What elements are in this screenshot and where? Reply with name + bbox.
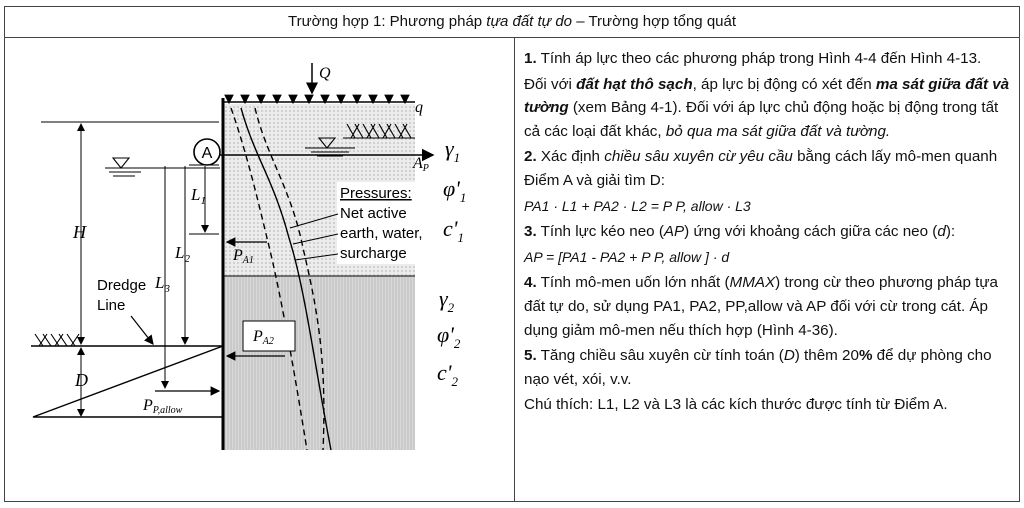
step-1: 1. Tính áp lực theo các phương pháp tron… <box>524 50 982 67</box>
step-1-detail: Đối với đất hạt thô sạch, áp lực bị động… <box>524 75 1010 140</box>
column-divider <box>514 37 515 501</box>
pressures-line3: surcharge <box>340 245 407 262</box>
pa1-label: PA1 <box>232 247 254 266</box>
dim-l2-label: L2 <box>174 243 190 265</box>
dredge-label-2: Line <box>97 297 125 314</box>
pa2-box <box>242 320 296 352</box>
surcharge-label: q <box>415 99 423 116</box>
pp-label: PP,allow <box>142 397 183 416</box>
pressures-line2: earth, water, <box>340 225 423 242</box>
sheet-pile-figure: q Q <box>5 38 514 502</box>
dredge-label-1: Dredge <box>97 277 146 294</box>
lower-soil-layer <box>223 276 415 450</box>
phi2-label: φ'2 <box>437 322 461 351</box>
gamma1-label: γ1 <box>445 136 460 165</box>
procedure-text: 1. Tính áp lực theo các phương pháp tron… <box>524 47 1014 419</box>
dimension-h <box>41 121 219 345</box>
sheet-pile-diagram: q Q <box>31 63 466 451</box>
pa2-label: PA2 <box>252 328 274 347</box>
dim-d-label: D <box>74 370 88 390</box>
ground-symbol-dredge <box>34 333 80 347</box>
pressure-envelope <box>240 107 332 451</box>
water-table-left <box>105 157 220 177</box>
dim-l1-label: L1 <box>190 185 206 207</box>
point-a-label: A <box>202 145 213 162</box>
step-3: 3. Tính lực kéo neo (AP) ứng với khoảng … <box>524 223 956 241</box>
passive-pressure-triangle <box>32 344 224 418</box>
pressures-title: Pressures: <box>340 185 412 202</box>
pressures-leaders <box>289 213 339 261</box>
passive-wedge-dashed <box>254 107 325 451</box>
step-5: 5. Tăng chiều sâu xuyên cừ tính toán (D)… <box>524 347 992 388</box>
table-header: Trường hợp 1: Phương pháp tựa đất tự do … <box>5 7 1019 38</box>
phi1-label: φ'1 <box>443 176 466 205</box>
active-wedge-dashed <box>230 107 308 451</box>
equation-anchor: AP = [PA1 - PA2 + P P, allow ] · d <box>524 248 730 265</box>
anchor-label: AP <box>412 155 429 174</box>
step-4: 4. Tính mô-men uốn lớn nhất (MMAX) trong… <box>524 274 998 339</box>
pressures-legend-bg <box>337 182 437 264</box>
c1-label: c'1 <box>443 216 464 245</box>
point-load-label: Q <box>319 65 331 82</box>
dredge-leader <box>130 315 154 345</box>
gamma2-label: γ2 <box>439 286 455 315</box>
dimension-l1 <box>189 164 219 235</box>
c2-label: c'2 <box>437 360 458 389</box>
water-table-right <box>305 137 355 157</box>
pressures-line1: Net active <box>340 205 407 222</box>
dim-h-label: H <box>72 222 87 242</box>
step-2: 2. Xác định chiều sâu xuyên cừ yêu cầu b… <box>524 148 998 189</box>
equation-moment: PA1 · L1 + PA2 · L2 = P P, allow · L3 <box>524 197 751 214</box>
ground-symbol-upper <box>343 123 415 139</box>
note: Chú thích: L1, L2 và L3 là các kích thướ… <box>524 396 948 414</box>
dim-l3-label: L3 <box>154 273 170 295</box>
content-table: Trường hợp 1: Phương pháp tựa đất tự do … <box>4 6 1020 502</box>
surcharge-arrows <box>224 94 410 105</box>
